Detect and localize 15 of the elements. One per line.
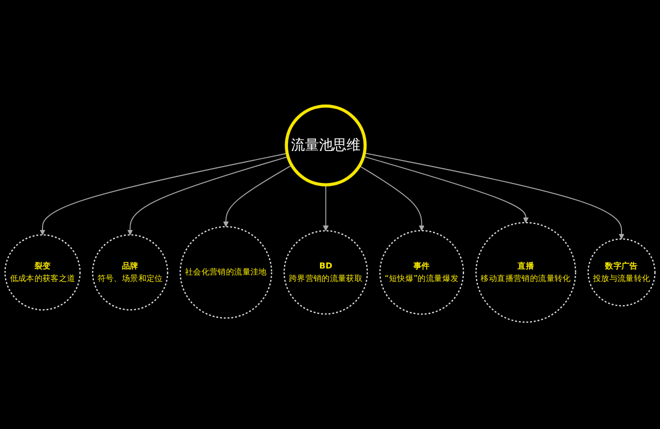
arrow bbox=[363, 156, 529, 224]
node-circle: 直播 移动直播营销的流量转化 bbox=[475, 222, 576, 324]
node-circle: BD 跨界营销的流量获取 bbox=[284, 230, 368, 315]
node-circle: 事件 “短快爆”的流量爆发 bbox=[379, 230, 464, 316]
arrow bbox=[364, 152, 624, 240]
arrow bbox=[322, 184, 329, 232]
arrow bbox=[223, 165, 292, 228]
arrow bbox=[40, 153, 288, 236]
arrow bbox=[358, 166, 424, 232]
node-circle: 品牌 符号、场景和定位 bbox=[92, 234, 168, 311]
node-circle: 社会化营销的流量洼地 bbox=[180, 226, 272, 320]
arrow bbox=[127, 156, 288, 236]
node-circle: 裂变 低成本的获客之道 bbox=[4, 234, 81, 311]
node-circle: 数字广告 投放与流量转化 bbox=[588, 238, 656, 307]
node-circle: 流量池思维 bbox=[284, 104, 367, 187]
